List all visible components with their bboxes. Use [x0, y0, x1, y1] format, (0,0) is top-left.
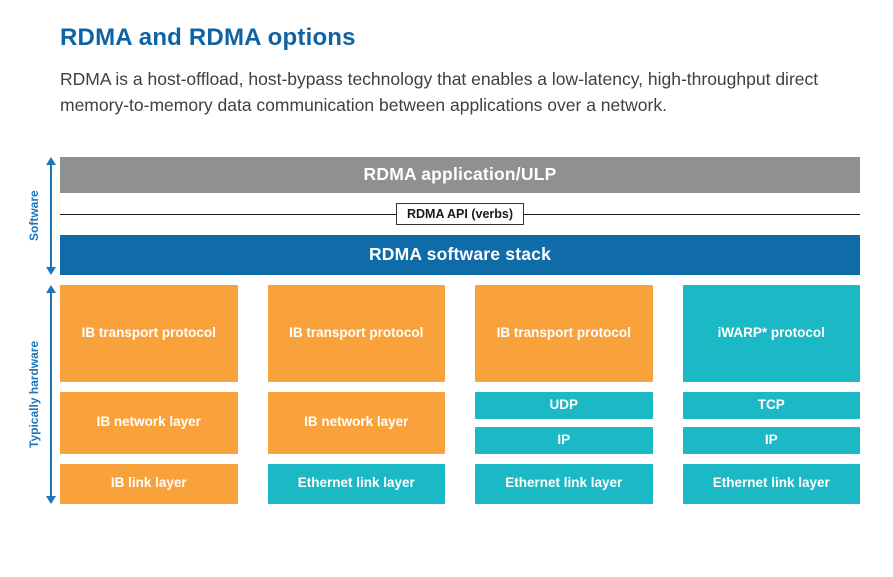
column-roce-v1: IB transport protocol IB network layer E… [267, 284, 445, 504]
side-axis-labels: Software Typically hardware [12, 156, 56, 504]
page-description: RDMA is a host-offload, host-bypass tech… [60, 69, 819, 116]
block-ib-transport-protocol: IB transport protocol [267, 284, 445, 382]
rdma-api-verbs-box: RDMA API (verbs) [395, 202, 525, 225]
block-ib-transport-protocol: IB transport protocol [60, 284, 238, 382]
column-iwarp: iWARP* protocol TCP IP Ethernet link lay… [682, 284, 860, 504]
arrow-shaft [50, 292, 52, 496]
column-roce-v2: IB transport protocol UDP IP Ethernet li… [475, 284, 653, 504]
software-range-arrow-icon [46, 156, 56, 275]
block-ethernet-link-layer: Ethernet link layer [475, 463, 653, 504]
software-axis-section: Software [12, 156, 56, 275]
block-ib-network-layer: IB network layer [267, 391, 445, 454]
hardware-axis-section: Typically hardware [12, 284, 56, 504]
rdma-api-row: RDMA API (verbs) [60, 193, 860, 235]
block-ib-transport-protocol: IB transport protocol [475, 284, 653, 382]
arrow-shaft [50, 164, 52, 267]
tcp-ip-stack: TCP IP [682, 391, 860, 454]
block-udp: UDP [475, 391, 653, 419]
arrow-down-head-icon [46, 266, 56, 275]
block-ip: IP [475, 426, 653, 454]
block-tcp: TCP [682, 391, 860, 419]
block-iwarp-protocol: iWARP* protocol [682, 284, 860, 382]
block-ethernet-link-layer: Ethernet link layer [682, 463, 860, 504]
column-infiniband: IB transport protocol IB network layer I… [60, 284, 238, 504]
block-ethernet-link-layer: Ethernet link layer [267, 463, 445, 504]
intro-text-block: RDMA and RDMA options RDMA is a host-off… [0, 24, 893, 119]
rdma-application-bar: RDMA application/ULP [60, 156, 860, 193]
arrow-up-head-icon [46, 284, 56, 293]
udp-ip-stack: UDP IP [475, 391, 653, 454]
page-title: RDMA and RDMA options [60, 24, 356, 51]
protocol-columns: IB transport protocol IB network layer I… [60, 284, 860, 504]
hardware-range-arrow-icon [46, 284, 56, 504]
rdma-software-stack-bar: RDMA software stack [60, 234, 860, 275]
diagram-main-area: RDMA application/ULP RDMA API (verbs) RD… [60, 156, 860, 504]
block-ib-network-layer: IB network layer [60, 391, 238, 454]
hardware-axis-label: Typically hardware [27, 340, 41, 448]
arrow-down-head-icon [46, 495, 56, 504]
rdma-stack-diagram: Software Typically hardware RDMA applica… [0, 156, 893, 504]
block-ip: IP [682, 426, 860, 454]
software-axis-label: Software [27, 190, 41, 241]
block-ib-link-layer: IB link layer [60, 463, 238, 504]
arrow-up-head-icon [46, 156, 56, 165]
